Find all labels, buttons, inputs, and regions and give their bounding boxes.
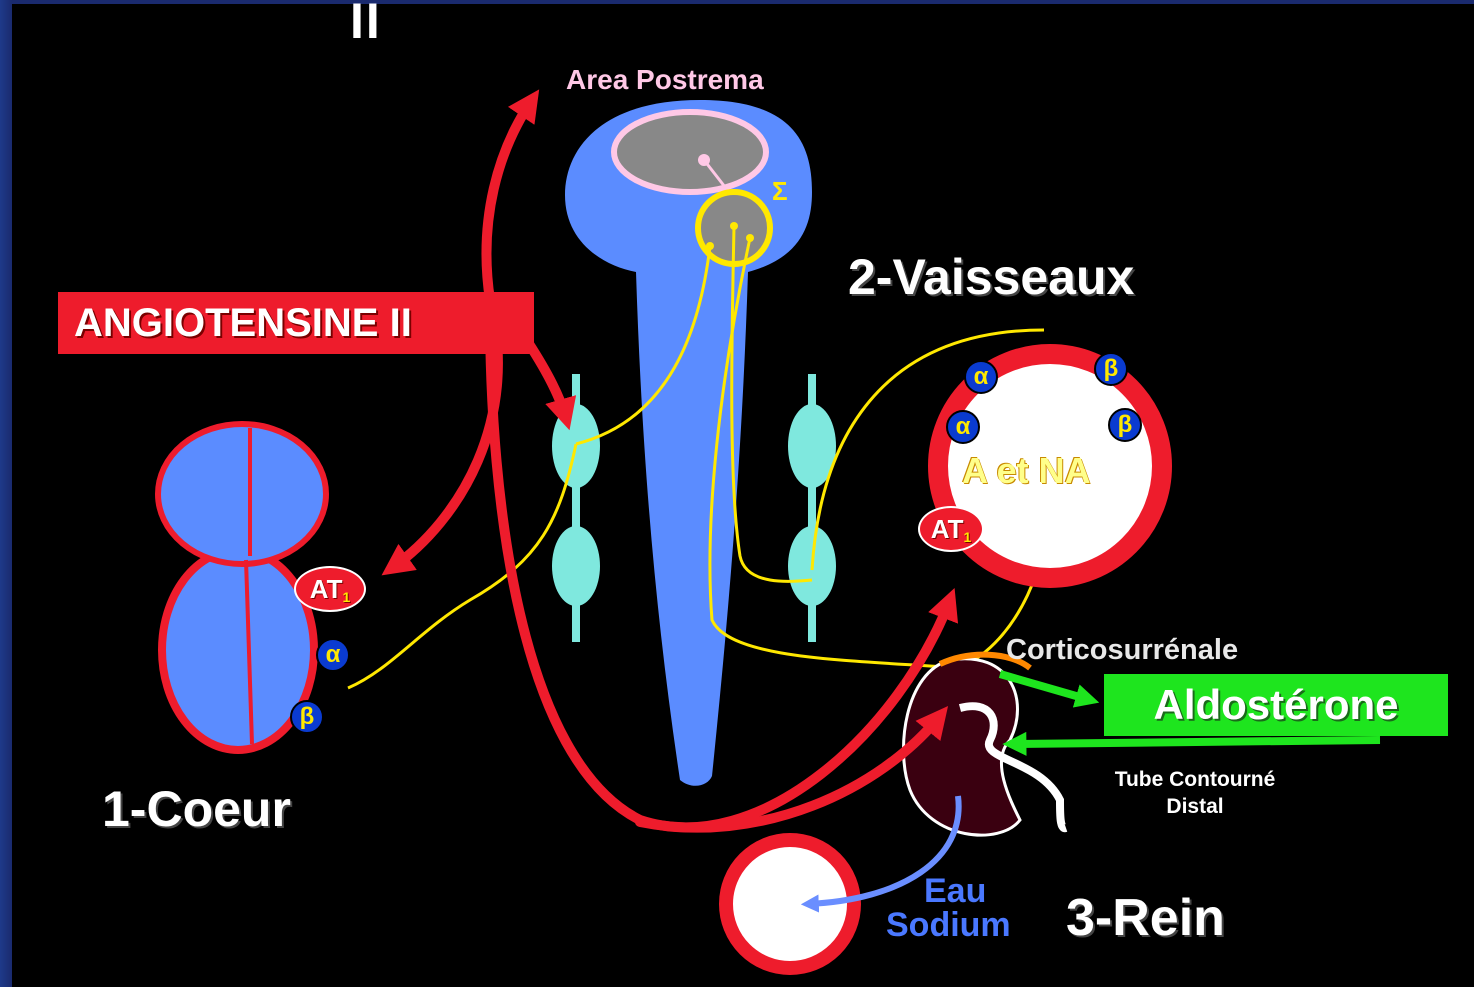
coeur-label: 1-Coeur — [102, 780, 291, 838]
heart-at1-receptor: AT1 — [294, 566, 366, 612]
at-sub: 1 — [342, 589, 350, 605]
vessel-beta-receptor-2: β — [1108, 408, 1142, 442]
at-text: AT — [310, 574, 343, 604]
vessel-at1-receptor: AT1 — [918, 506, 984, 552]
ganglion-chain-right — [788, 374, 836, 642]
sodium-label: Sodium — [886, 906, 1011, 945]
ganglion-chain-left — [552, 374, 600, 642]
aldosterone-label: Aldostérone — [1104, 674, 1448, 736]
tube-contourne-label: Tube Contourné Distal — [1090, 766, 1300, 820]
a-et-na-label: A et NA — [962, 450, 1091, 492]
vessel-alpha-receptor-1: α — [964, 360, 998, 394]
heart-beta-receptor: β — [290, 700, 324, 734]
slide-title-fragment: II — [350, 0, 382, 50]
area-postrema-nucleus — [614, 112, 766, 196]
at-sub: 1 — [963, 529, 971, 545]
angiotensine-label: ANGIOTENSINE II — [58, 292, 534, 354]
vessel-alpha-receptor-2: α — [946, 410, 980, 444]
tube-line-1: Tube Contourné — [1090, 766, 1300, 793]
rein-label: 3-Rein — [1066, 888, 1225, 948]
at-text: AT — [931, 514, 964, 544]
vaisseaux-label: 2-Vaisseaux — [848, 248, 1134, 306]
area-postrema-label: Area Postrema — [566, 64, 764, 96]
corticosurrenale-label: Corticosurrénale — [1006, 634, 1238, 667]
tube-line-2: Distal — [1090, 793, 1300, 820]
vessel-beta-receptor-1: β — [1094, 352, 1128, 386]
sigma-symbol: Σ — [772, 176, 788, 207]
heart-alpha-receptor: α — [316, 638, 350, 672]
